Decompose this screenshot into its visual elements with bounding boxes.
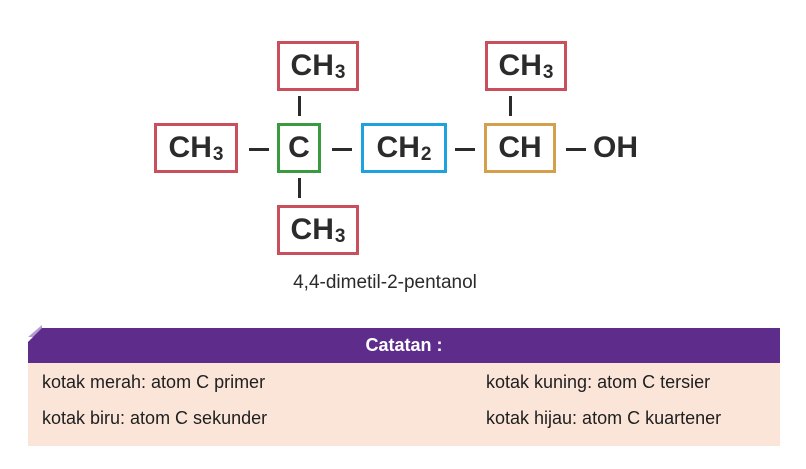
hydroxyl-group: OH — [593, 131, 638, 164]
notes-header: Catatan : — [28, 328, 780, 363]
bond-c-top — [298, 96, 301, 116]
note-blue: kotak biru: atom C sekunder — [42, 408, 268, 428]
bond-c-bottom — [298, 178, 301, 198]
bond-ch-top — [509, 96, 512, 116]
notes-panel: Catatan : kotak merah: atom C primer kot… — [28, 325, 780, 446]
tertiary-carbon-box: CH — [484, 123, 556, 173]
notes-body: kotak merah: atom C primer kotak kuning:… — [28, 363, 780, 446]
bond-ch-oh — [566, 148, 586, 151]
note-red: kotak merah: atom C primer — [42, 372, 266, 392]
notes-title: Catatan : — [365, 335, 443, 355]
bond-c-ch2 — [332, 148, 352, 151]
note-yellow: kotak kuning: atom C tersier — [486, 372, 711, 392]
note-green: kotak hijau: atom C kuartener — [486, 408, 722, 428]
bond-ch3-c — [249, 148, 269, 151]
quaternary-carbon-box: C — [277, 123, 321, 173]
bond-ch2-ch — [455, 148, 475, 151]
compound-name: 4,4-dimetil-2-pentanol — [293, 272, 477, 293]
